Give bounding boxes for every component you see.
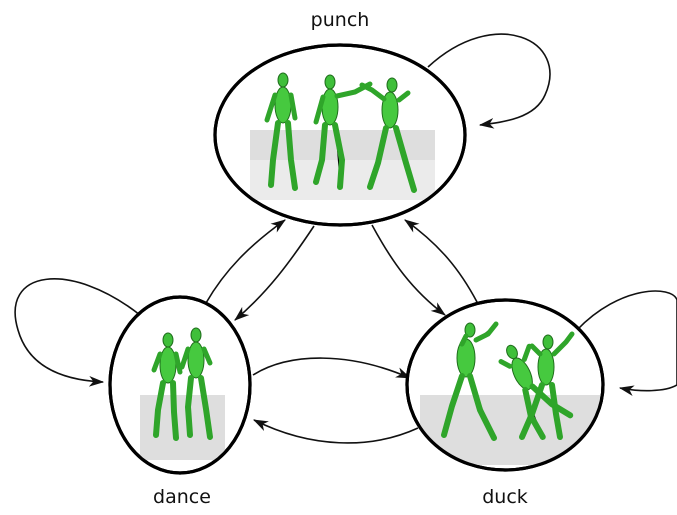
- dance-figure-1: [151, 332, 183, 441]
- transition-dance-to-punch: [205, 219, 286, 304]
- transition-dance-to-duck: [252, 357, 411, 379]
- duck-figure-3: [519, 331, 575, 440]
- transition-duck-self: [576, 290, 677, 396]
- dance-figure-2: [179, 327, 213, 440]
- transition-punch-to-duck: [371, 224, 446, 316]
- punch-figure-1: [264, 72, 298, 191]
- punch-figure-3: [359, 77, 417, 193]
- punch-motion-image: [250, 72, 435, 200]
- state-label-punch: punch: [311, 9, 370, 31]
- state-punch: [213, 43, 467, 227]
- transitions: [14, 33, 677, 444]
- transition-duck-to-punch: [404, 219, 478, 303]
- state-label-dance: dance: [153, 486, 211, 508]
- state-label-duck: duck: [482, 486, 528, 508]
- dance-floor: [140, 395, 225, 460]
- transition-punch-to-dance: [234, 225, 315, 321]
- transition-punch-self: [427, 33, 551, 129]
- duck-figure-1: [441, 321, 499, 441]
- transition-dance-self: [14, 278, 141, 387]
- state-dance: [108, 295, 252, 475]
- dance-motion-image: [140, 327, 225, 460]
- transition-duck-to-dance: [253, 419, 419, 444]
- state-duck: [405, 298, 605, 472]
